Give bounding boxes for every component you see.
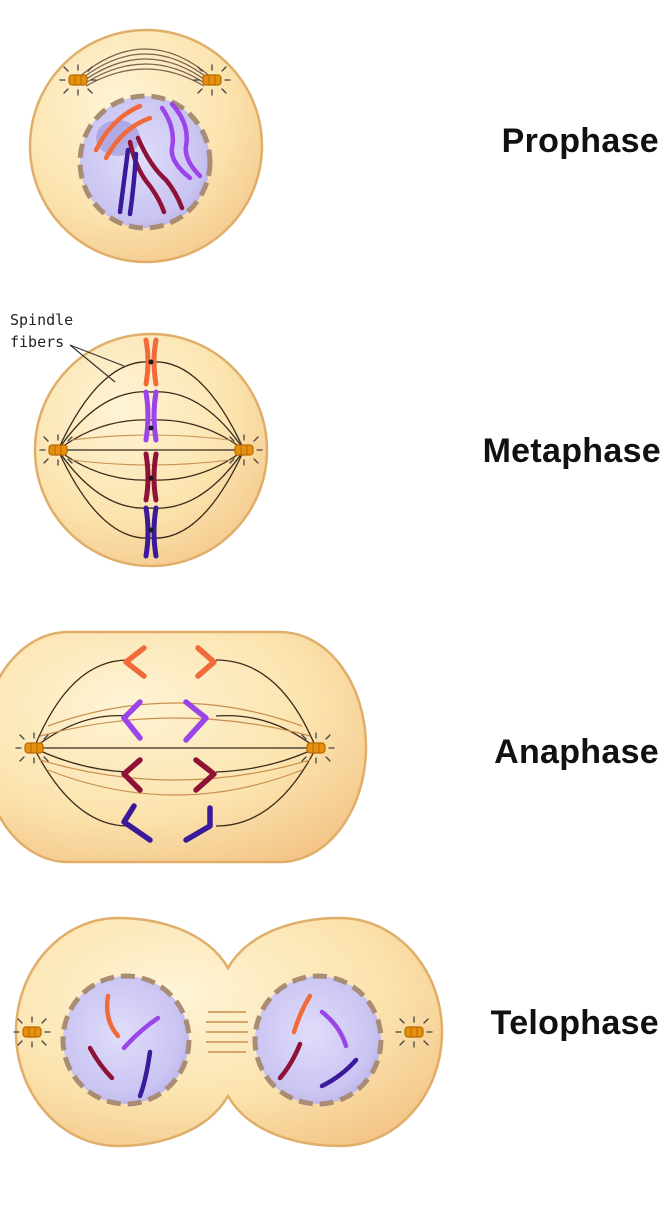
label-metaphase: Metaphase (482, 432, 661, 470)
telophase-left-nucleus (60, 973, 192, 1107)
kinetochores (148, 359, 154, 533)
label-telophase: Telophase (490, 1004, 659, 1042)
prophase-chromosomes (93, 101, 203, 217)
annotation-line-1: Spindle (10, 311, 74, 329)
prophase-spindle-arcs (77, 48, 213, 87)
anaphase-spindle-fibers (33, 659, 317, 827)
label-anaphase: Anaphase (494, 733, 659, 771)
label-prophase: Prophase (501, 122, 659, 160)
spindle-fibers-pointer (69, 344, 125, 383)
telophase-cell (13, 916, 444, 1148)
metaphase-chromosomes (143, 337, 159, 559)
metaphase-inner-fibers (71, 434, 231, 466)
anaphase-overlap-fibers (39, 702, 311, 796)
telophase-right-nucleus (252, 973, 384, 1107)
annotation-line-2: fibers (10, 333, 65, 351)
anaphase-chromatids (121, 645, 217, 843)
midbody-fibers (206, 1011, 248, 1053)
metaphase-cell (33, 332, 269, 568)
telophase-chromosomes (87, 993, 359, 1099)
anaphase-cell (0, 630, 368, 864)
spindle-fibers-label: Spindle fibers (10, 309, 73, 353)
prophase-cell (28, 28, 264, 264)
